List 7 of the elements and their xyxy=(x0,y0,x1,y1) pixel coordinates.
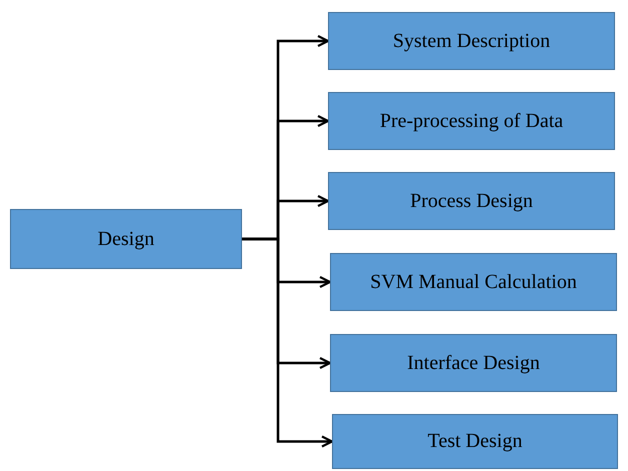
subtopic-box: Process Design xyxy=(328,172,615,230)
subtopic-box: Test Design xyxy=(332,414,618,469)
subtopic-box: SVM Manual Calculation xyxy=(330,253,617,311)
subtopic-box: System Description xyxy=(328,12,615,70)
subtopic-box: Interface Design xyxy=(330,334,617,392)
main-topic-box: Design xyxy=(10,209,242,269)
subtopic-box: Pre-processing of Data xyxy=(328,92,615,150)
